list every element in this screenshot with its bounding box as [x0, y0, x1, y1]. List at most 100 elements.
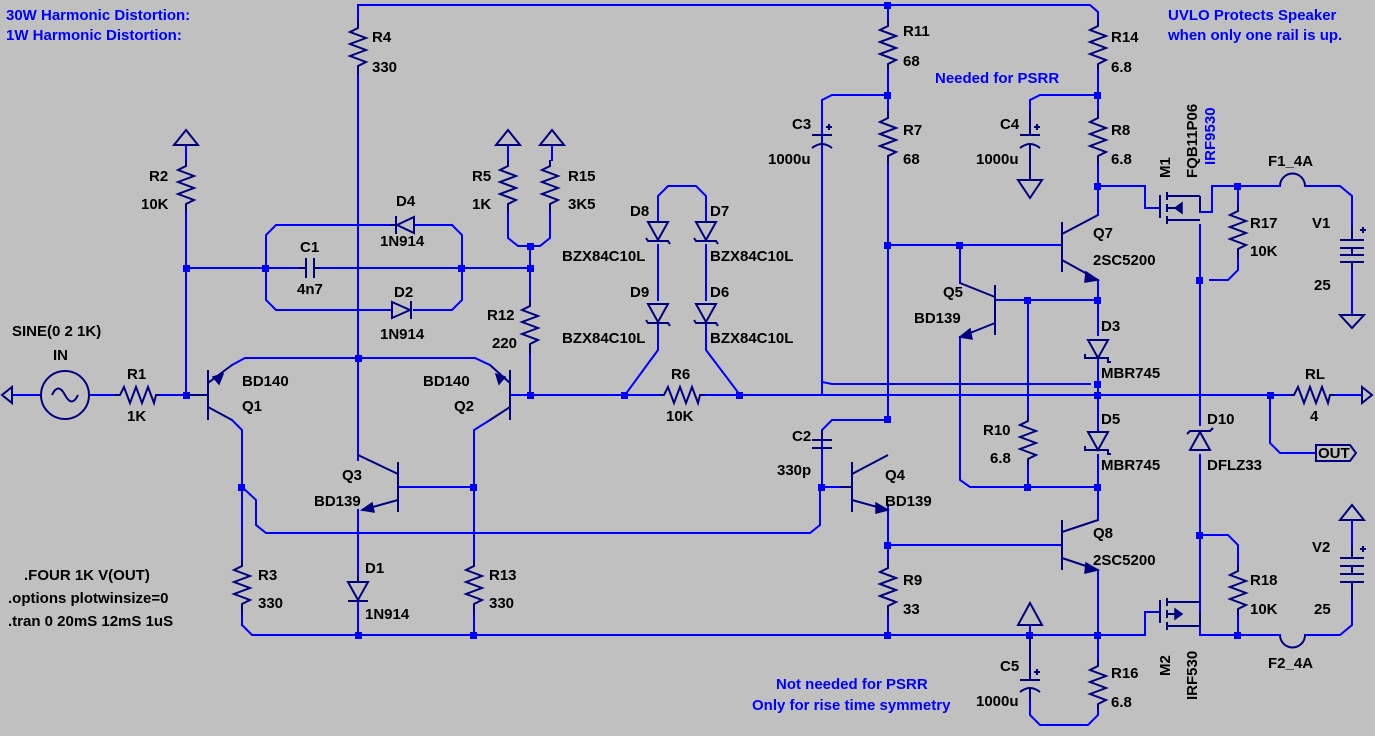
c3-symbol	[811, 124, 833, 149]
q1-ref: Q1	[242, 398, 262, 415]
d2-ref: D2	[394, 284, 413, 301]
q4-ref: Q4	[885, 467, 906, 484]
source-spec: SINE(0 2 1K)	[12, 323, 101, 340]
ground-v1-icon	[1337, 314, 1367, 330]
note-notpsrr-1: Not needed for PSRR	[776, 676, 928, 693]
r7-val: 68	[903, 151, 920, 168]
spice-tran: .tran 0 20mS 12mS 1uS	[8, 613, 173, 630]
note-harm30: 30W Harmonic Distortion:	[6, 7, 190, 24]
r8-symbol	[1087, 110, 1109, 165]
r5-symbol	[497, 160, 519, 212]
d5-val: MBR745	[1101, 457, 1160, 474]
q5-ref: Q5	[943, 284, 963, 301]
rl-ref: RL	[1305, 366, 1325, 383]
r11-ref: R11	[903, 23, 930, 40]
note-psrr: Needed for PSRR	[935, 70, 1059, 87]
d8-ref: D8	[630, 203, 649, 220]
r1-val: 1K	[127, 408, 146, 425]
m2-symbol	[1159, 598, 1201, 630]
note-uvlo-1: UVLO Protects Speaker	[1168, 7, 1337, 24]
d4-val: 1N914	[380, 233, 425, 250]
v2-symbol	[1340, 545, 1366, 600]
c5-ref: C5	[1000, 658, 1019, 675]
c5-val: 1000u	[976, 693, 1019, 710]
r10-val: 6.8	[990, 450, 1011, 467]
v1-val: 25	[1314, 277, 1331, 294]
r2-symbol	[175, 160, 197, 212]
q7-ref: Q7	[1093, 225, 1113, 242]
r9-ref: R9	[903, 572, 922, 589]
m2-ref: M2	[1157, 655, 1174, 676]
d3-symbol	[1084, 339, 1111, 363]
r3-symbol	[231, 560, 253, 615]
capacitors	[298, 110, 1041, 700]
r7-ref: R7	[903, 122, 922, 139]
r11-val: 68	[903, 53, 920, 70]
f1-ref: F1_4A	[1268, 153, 1313, 170]
q2-symbol	[489, 364, 511, 421]
r4-val: 330	[372, 59, 397, 76]
r8-ref: R8	[1111, 122, 1130, 139]
d9-symbol	[645, 303, 671, 327]
r16-val: 6.8	[1111, 694, 1132, 711]
m1-symbol	[1159, 192, 1201, 224]
d6-ref: D6	[710, 284, 729, 301]
d2-val: 1N914	[380, 326, 425, 343]
r13-ref: R13	[489, 567, 517, 584]
ground-c4-icon	[1016, 179, 1044, 200]
spice-options: .options plotwinsize=0	[8, 590, 168, 607]
r15-val: 3K5	[568, 196, 596, 213]
r4-ref: R4	[372, 29, 392, 46]
q1-symbol	[186, 364, 233, 421]
m1-ref: M1	[1157, 157, 1174, 178]
r7-symbol	[877, 110, 899, 165]
out-port-icon	[1315, 444, 1358, 462]
d8-val: BZX84C10L	[562, 248, 645, 265]
c4-val: 1000u	[976, 151, 1019, 168]
m1-alt: IRF9530	[1202, 107, 1219, 165]
d1-val: 1N914	[365, 606, 410, 623]
r2-val: 10K	[141, 196, 169, 213]
misc-symbols	[0, 128, 1374, 649]
r15-symbol	[539, 160, 561, 212]
r15-ref: R15	[568, 168, 596, 185]
r18-symbol	[1227, 565, 1249, 615]
c1-val: 4n7	[297, 281, 323, 298]
r14-symbol	[1087, 20, 1109, 70]
r17-val: 10K	[1250, 243, 1278, 260]
rl-port-icon	[1361, 384, 1374, 406]
junctions	[183, 2, 1274, 639]
out-label: OUT	[1318, 445, 1350, 462]
r2-ref: R2	[149, 168, 168, 185]
q1-val: BD140	[242, 373, 289, 390]
f1-symbol	[1279, 172, 1306, 187]
v2-ref: V2	[1312, 539, 1330, 556]
r5-val: 1K	[472, 196, 491, 213]
d9-val: BZX84C10L	[562, 330, 645, 347]
r14-val: 6.8	[1111, 59, 1132, 76]
r16-symbol	[1087, 660, 1109, 710]
q2-val: BD140	[423, 373, 470, 390]
d4-ref: D4	[396, 193, 416, 210]
d7-ref: D7	[710, 203, 729, 220]
f2-ref: F2_4A	[1268, 655, 1313, 672]
q4-val: BD139	[885, 493, 932, 510]
spice-four: .FOUR 1K V(OUT)	[24, 567, 150, 584]
input-port-icon	[0, 384, 13, 406]
c2-ref: C2	[792, 428, 811, 445]
c1-symbol	[298, 258, 320, 278]
c4-symbol	[1019, 110, 1041, 180]
transistors	[186, 192, 1201, 630]
r14-ref: R14	[1111, 29, 1139, 46]
v2-val: 25	[1314, 601, 1331, 618]
d3-val: MBR745	[1101, 365, 1160, 382]
q3-symbol	[357, 454, 399, 513]
d9-ref: D9	[630, 284, 649, 301]
r18-ref: R18	[1250, 572, 1278, 589]
q3-val: BD139	[314, 493, 361, 510]
d10-symbol	[1186, 427, 1214, 451]
r13-symbol	[463, 560, 485, 615]
note-notpsrr-2: Only for rise time symmetry	[752, 697, 951, 714]
r5-ref: R5	[472, 168, 491, 185]
r10-ref: R10	[983, 422, 1011, 439]
